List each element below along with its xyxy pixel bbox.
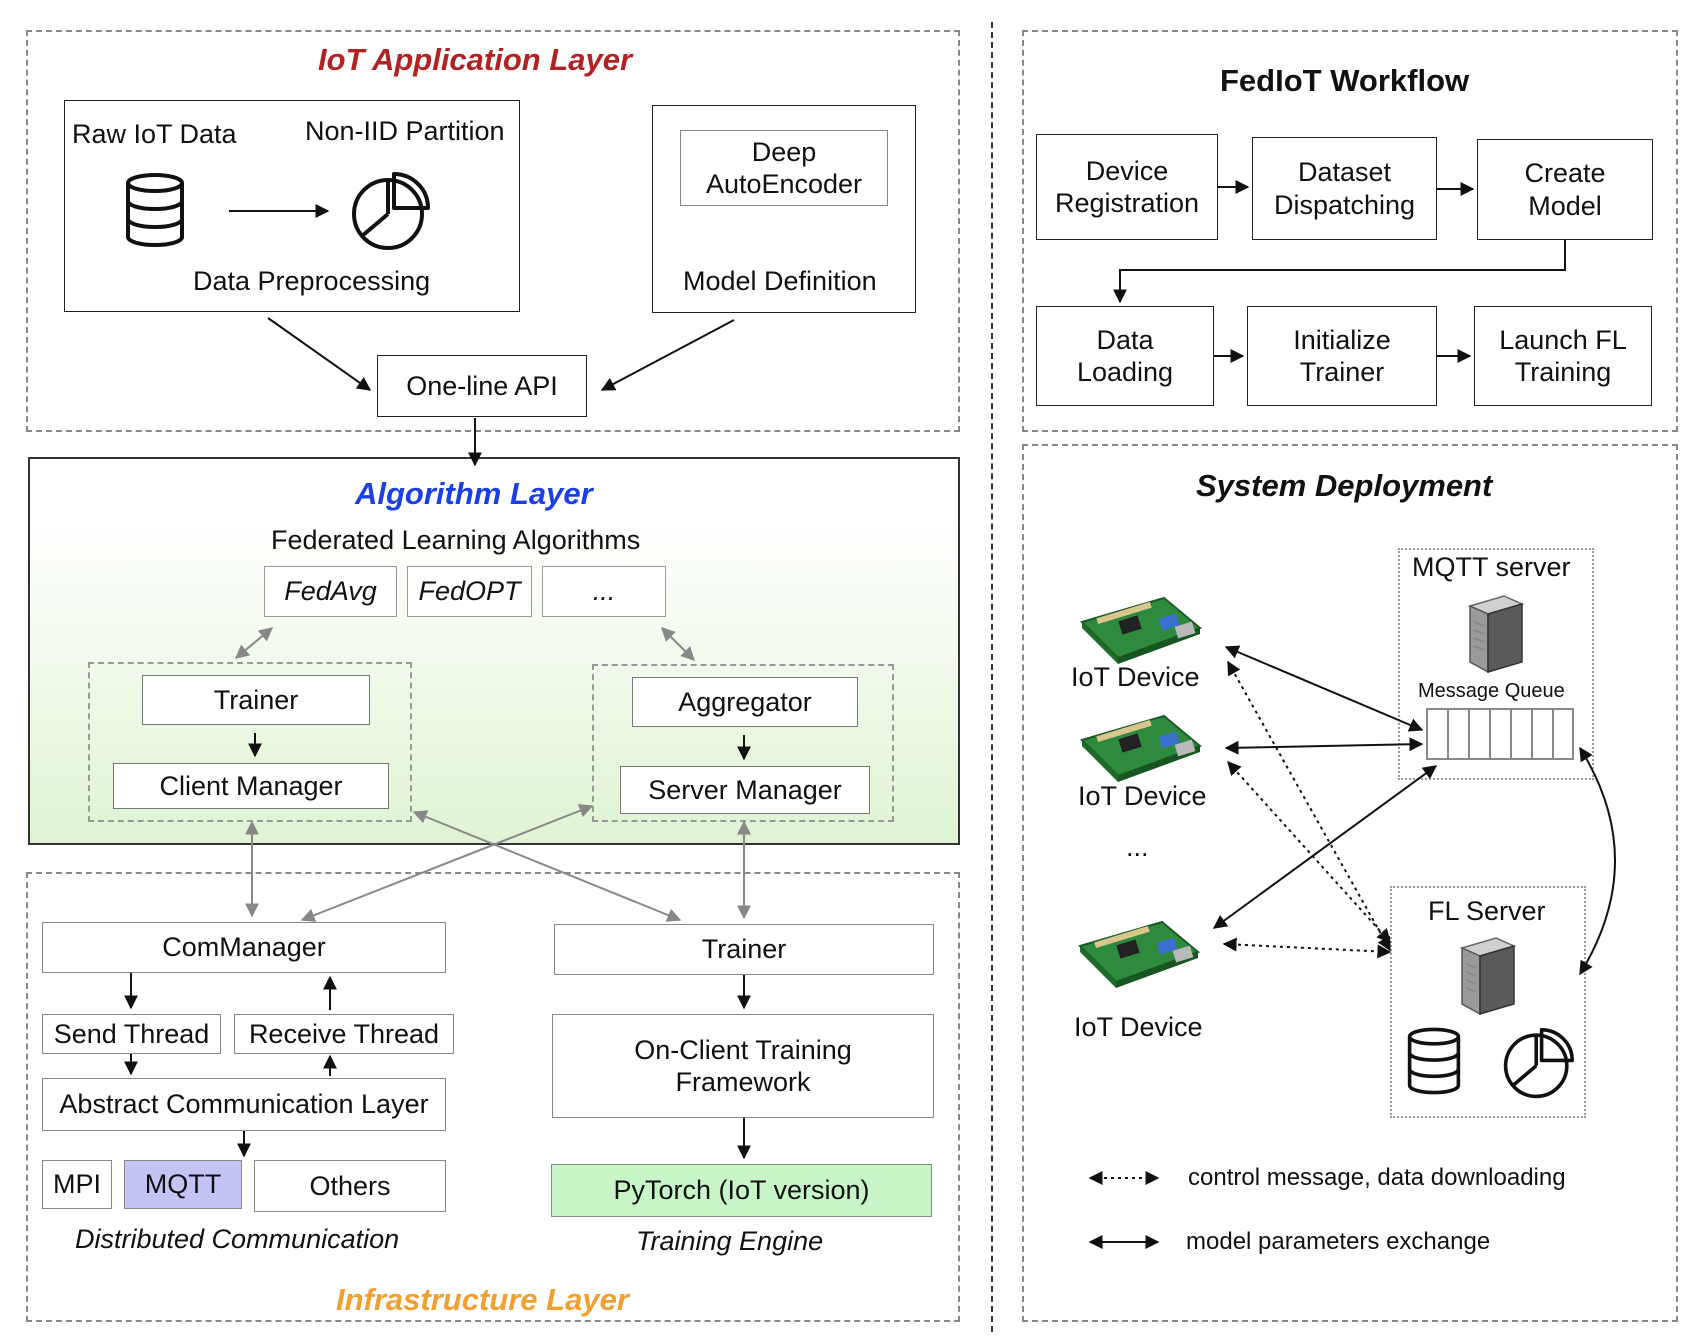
workflow-title: FedIoT Workflow [1220, 63, 1470, 98]
algo-more: ... [542, 566, 666, 617]
device2-to-queue-arrow [1224, 737, 1424, 755]
iot-device-label-2: IoT Device [1078, 781, 1207, 811]
deployment-panel [1022, 444, 1678, 1322]
device3-to-queue-arrow [1212, 765, 1438, 929]
database-icon [126, 173, 184, 247]
step-device-registration: Device Registration [1036, 134, 1218, 240]
data-to-api-arrow [267, 317, 372, 391]
queue-to-flserver-arrow [1579, 746, 1616, 976]
step-dataset-dispatching: Dataset Dispatching [1252, 137, 1437, 240]
infra-trainer-box: Trainer [554, 924, 934, 975]
step-data-loading: Data Loading [1036, 306, 1214, 406]
algo-fedavg: FedAvg [264, 566, 397, 617]
training-engine-label: Training Engine [636, 1226, 824, 1256]
aggregator-box: Aggregator [632, 677, 858, 727]
message-queue-icon [1426, 708, 1574, 760]
iot-device-label-1: IoT Device [1071, 662, 1200, 692]
on-client-framework-box: On-Client Training Framework [552, 1014, 934, 1118]
device-ellipsis: ... [1126, 832, 1149, 862]
one-line-api-box: One-line API [377, 355, 587, 417]
fl-server-label: FL Server [1428, 896, 1546, 926]
step-create-model: Create Model [1477, 139, 1653, 240]
algorithm-layer-title: Algorithm Layer [355, 476, 593, 511]
data-preprocessing-box [64, 100, 520, 312]
raspberry-pi-device-icon [1078, 920, 1200, 988]
device1-to-queue-arrow [1224, 645, 1424, 732]
database-icon [1407, 1027, 1461, 1095]
model-definition-label: Model Definition [683, 266, 877, 296]
raspberry-pi-device-icon [1080, 714, 1202, 782]
pie-chart-icon [1503, 1028, 1574, 1099]
step-initialize-trainer: Initialize Trainer [1247, 306, 1437, 406]
infra-layer-title: Infrastructure Layer [336, 1282, 629, 1317]
model-to-api-arrow [600, 319, 735, 391]
workflow-panel [1022, 30, 1678, 432]
device3-to-flserver-dotted [1222, 937, 1392, 959]
server-manager-box: Server Manager [620, 766, 870, 814]
pie-chart-icon [352, 172, 430, 250]
raspberry-pi-device-icon [1080, 596, 1202, 664]
trainer-box: Trainer [142, 675, 370, 725]
algo-to-client-arrow [234, 627, 274, 659]
raw-data-label: Raw IoT Data [72, 119, 237, 149]
legend-control-label: control message, data downloading [1188, 1164, 1566, 1191]
pytorch-box: PyTorch (IoT version) [551, 1164, 932, 1217]
algo-fedopt: FedOPT [407, 566, 532, 617]
fl-algorithms-label: Federated Learning Algorithms [271, 525, 641, 555]
legend-model-label: model parameters exchange [1186, 1228, 1491, 1255]
fl-server-group [1390, 886, 1586, 1118]
device2-to-flserver-dotted [1227, 760, 1391, 944]
others-box: Others [254, 1160, 446, 1212]
step-launch-fl-training: Launch FL Training [1474, 306, 1652, 406]
message-queue-label: Message Queue [1418, 680, 1565, 702]
deep-autoencoder-box: Deep AutoEncoder [680, 130, 888, 206]
partition-label: Non-IID Partition [305, 116, 505, 146]
column-divider [991, 22, 993, 1332]
app-layer-panel [26, 30, 960, 432]
send-thread-box: Send Thread [42, 1014, 221, 1054]
mpi-box: MPI [42, 1160, 112, 1209]
algo-to-server-arrow [661, 627, 695, 661]
com-manager-box: ComManager [42, 922, 446, 973]
distributed-comm-label: Distributed Communication [75, 1224, 400, 1254]
server-tower-icon [1459, 937, 1517, 1016]
client-to-trainer-arrow [412, 810, 682, 922]
app-layer-title: IoT Application Layer [318, 42, 633, 77]
client-manager-box: Client Manager [113, 763, 389, 809]
receive-thread-box: Receive Thread [234, 1014, 454, 1054]
model-definition-box [652, 105, 916, 313]
iot-device-label-3: IoT Device [1074, 1012, 1203, 1042]
deployment-title: System Deployment [1196, 468, 1493, 503]
abstract-comm-layer-box: Abstract Communication Layer [42, 1078, 446, 1131]
workflow-arrow-3 [1113, 240, 1566, 304]
mqtt-server-label: MQTT server [1412, 552, 1571, 582]
preprocessing-label: Data Preprocessing [193, 266, 431, 296]
server-tower-icon [1467, 595, 1525, 674]
mqtt-box: MQTT [124, 1160, 242, 1209]
server-to-commanager-arrow [300, 804, 594, 922]
